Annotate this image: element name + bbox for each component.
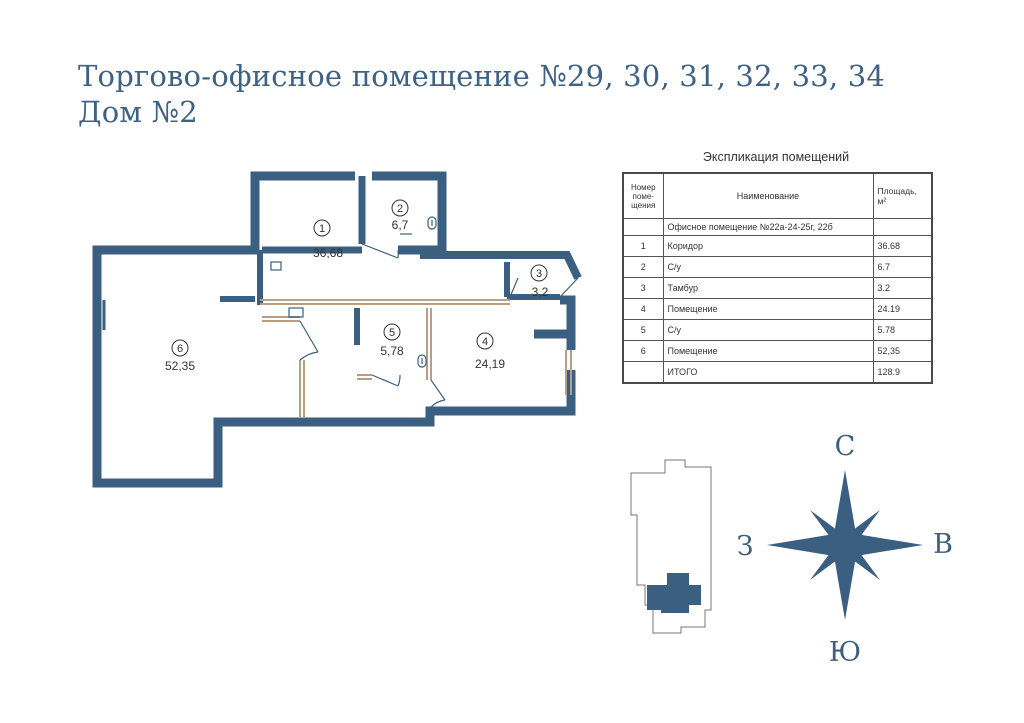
table-caption: Экспликация помещений: [702, 150, 850, 164]
table-row: 1 Коридор 36.68: [622, 235, 933, 257]
row-area: 6.7: [872, 256, 933, 278]
row-num: 4: [622, 298, 664, 320]
total-area: 128.9: [872, 361, 933, 384]
row-area: 36.68: [872, 235, 933, 257]
floor-plan: 1 36,68 2 6,7 3 3,2 4 24,19 5 5,78 6 52,…: [92, 171, 582, 488]
table-total-row: ИТОГО 128.9: [622, 361, 933, 384]
outer-wall-right: [560, 295, 576, 350]
outer-wall-vestibule: [420, 251, 582, 280]
room-labels: 1 36,68 2 6,7 3 3,2 4 24,19 5 5,78 6 52,…: [165, 199, 549, 373]
plan-walls: [92, 171, 582, 488]
row-num: 1: [622, 235, 664, 257]
header-num: Номер поме-щения: [622, 172, 664, 219]
row-name: Помещение: [662, 298, 874, 320]
room-label-5: 5 5,78: [380, 323, 404, 358]
row-name: Тамбур: [662, 277, 874, 299]
fixtures: [270, 216, 437, 368]
room-area: 24,19: [475, 357, 505, 371]
row-num: 3: [622, 277, 664, 299]
row-name: С/у: [662, 256, 874, 278]
header-name: Наименование: [662, 172, 874, 219]
outer-wall: [92, 171, 576, 488]
title-line-2: Дом №2: [78, 95, 198, 129]
room-number: 1: [319, 223, 325, 235]
explication-table: Номер поме-щения Наименование Площадь, м…: [622, 172, 933, 384]
compass-west: З: [737, 531, 754, 562]
room-label-4: 4 24,19: [475, 332, 505, 371]
room-number: 2: [397, 203, 403, 215]
row-num: 5: [622, 319, 664, 341]
row-name: С/у: [662, 319, 874, 341]
room-label-6: 6 52,35: [165, 339, 195, 373]
building-locator-icon: [630, 459, 712, 634]
table-header-row: Номер поме-щения Наименование Площадь, м…: [622, 172, 933, 219]
compass-east: В: [933, 529, 953, 560]
room-area: 6,7: [392, 218, 409, 232]
row-name: Помещение: [662, 340, 874, 362]
row-name: Коридор: [662, 235, 874, 257]
room-label-3: 3 3,2: [530, 264, 549, 299]
radiator: [288, 307, 304, 318]
total-name: ИТОГО: [662, 361, 874, 384]
table-row: 3 Тамбур 3.2: [622, 277, 933, 299]
table-row: 4 Помещение 24.19: [622, 298, 933, 320]
room-area: 3,2: [532, 285, 549, 299]
room-number: 3: [536, 268, 542, 280]
room-number: 5: [389, 327, 395, 339]
room-label-1: 1 36,68: [313, 219, 343, 260]
table-subheader-row: Офисное помещение №22а-24-25г, 22б: [622, 218, 933, 236]
subheader-text: Офисное помещение №22а-24-25г, 22б: [662, 218, 874, 236]
outer-wall-top: [372, 171, 447, 255]
row-area: 24.19: [872, 298, 933, 320]
page-title: Торгово-офисное помещение №29, 30, 31, 3…: [78, 58, 885, 130]
room-area: 5,78: [380, 344, 404, 358]
row-num: 2: [622, 256, 664, 278]
table-row: 2 С/у 6.7: [622, 256, 933, 278]
room-area: 52,35: [165, 359, 195, 373]
door-swings: [299, 243, 579, 408]
room-number: 4: [482, 336, 488, 348]
room-area: 36,68: [313, 246, 343, 260]
toilet-icon: [417, 354, 427, 368]
row-num: 6: [622, 340, 664, 362]
row-area: 3.2: [872, 277, 933, 299]
table-row: 6 Помещение 52,35: [622, 340, 933, 362]
toilet-icon: [427, 216, 437, 230]
plan-partitions: [260, 299, 572, 418]
table-row: 5 С/у 5.78: [622, 319, 933, 341]
header-area: Площадь, м²: [872, 172, 933, 219]
compass-north: С: [835, 431, 856, 462]
row-area: 5.78: [872, 319, 933, 341]
compass-rose-icon: С Ю З В: [737, 431, 953, 665]
shaft: [270, 261, 282, 271]
compass-south: Ю: [829, 637, 861, 665]
row-area: 52,35: [872, 340, 933, 362]
room-label-2: 2 6,7: [391, 199, 409, 232]
room-number: 6: [177, 343, 183, 355]
title-line-1: Торгово-офисное помещение №29, 30, 31, 3…: [78, 59, 886, 93]
